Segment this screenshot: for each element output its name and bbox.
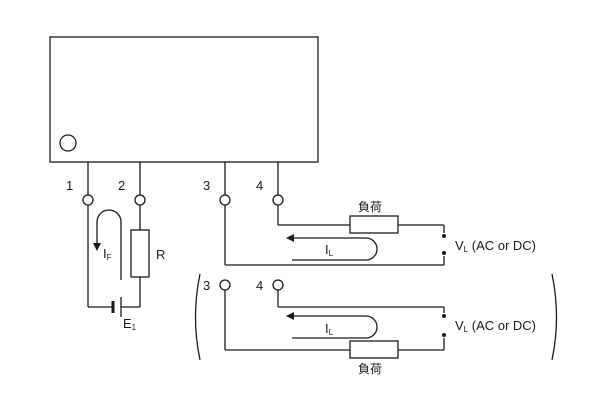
source-top-dot-lower	[442, 251, 446, 255]
load-alt	[349, 340, 399, 359]
terminal-1	[82, 194, 94, 206]
device-indicator	[59, 134, 77, 152]
terminal-3	[219, 194, 231, 206]
input-circuit	[87, 205, 141, 308]
source-alt-label: VL (AC or DC)	[455, 318, 536, 334]
resistor-label: R	[156, 247, 165, 262]
pin-label-3: 3	[203, 178, 210, 193]
input-current-arrow	[93, 209, 122, 280]
battery-label: E1	[123, 316, 137, 332]
output-current-label-alt: IL	[325, 321, 334, 337]
pin-label-1: 1	[66, 178, 73, 193]
pin-label-4-alt: 4	[256, 278, 263, 293]
pin-label-4: 4	[256, 178, 263, 193]
load-top-label: 負荷	[358, 200, 382, 214]
terminal-2	[134, 194, 146, 206]
output-circuit-top	[224, 205, 445, 266]
bracket-right	[551, 273, 558, 361]
output-current-arrow-alt	[287, 316, 378, 339]
source-alt-dot-upper	[442, 314, 446, 318]
bracket-left	[194, 273, 201, 361]
resistor	[130, 229, 150, 278]
source-alt-dot-lower	[442, 333, 446, 337]
output-current-label-top: IL	[325, 242, 334, 258]
source-top-label: VL (AC or DC)	[455, 238, 536, 254]
load-alt-label: 負荷	[358, 362, 382, 376]
output-current-arrow-top	[287, 238, 378, 261]
output-circuit-alt	[224, 290, 445, 351]
pin-label-3-alt: 3	[203, 278, 210, 293]
input-current-label: IF	[103, 246, 112, 262]
pin-label-2: 2	[118, 178, 125, 193]
terminal-4-alt	[272, 279, 284, 291]
device-body	[49, 36, 319, 163]
terminal-4	[272, 194, 284, 206]
load-top	[349, 215, 399, 234]
terminal-leads	[87, 162, 279, 195]
source-top-dot-upper	[442, 234, 446, 238]
terminal-3-alt	[219, 279, 231, 291]
battery-e1	[111, 297, 122, 317]
